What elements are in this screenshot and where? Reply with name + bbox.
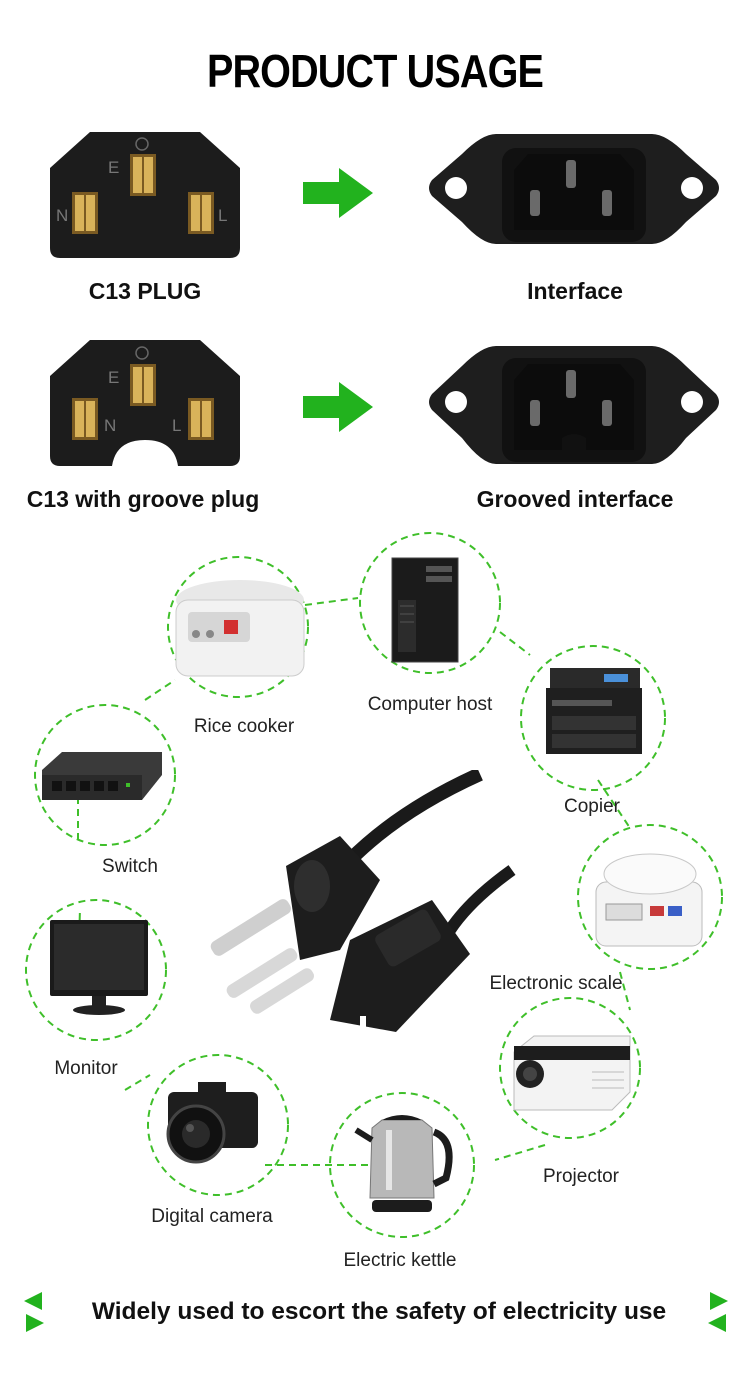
pin-letter-earth-2: E bbox=[108, 368, 120, 387]
footer-slogan: Widely used to escort the safety of elec… bbox=[91, 1298, 667, 1325]
pin-letter-neutral-2: N bbox=[104, 416, 117, 435]
c13-interface-socket bbox=[429, 134, 719, 244]
projector-icon bbox=[513, 1035, 631, 1111]
pin-letter-live-2: L bbox=[172, 416, 182, 435]
pin-letter-earth: E bbox=[108, 158, 120, 177]
c13-groove-plug-face bbox=[50, 340, 240, 466]
c13-plug-label: C13 PLUG bbox=[88, 278, 202, 304]
camera-icon bbox=[166, 1082, 258, 1164]
computer-tower-icon bbox=[391, 557, 459, 663]
triangle-right-decor-icon bbox=[708, 1292, 728, 1332]
c13-groove-plug-label: C13 with groove plug bbox=[26, 486, 260, 512]
c13-plug-face bbox=[50, 132, 240, 258]
device-label-monitor: Monitor bbox=[54, 1058, 118, 1079]
device-ring bbox=[25, 532, 723, 1238]
pin-letter-live: L bbox=[218, 206, 228, 225]
device-label-digital-camera: Digital camera bbox=[151, 1206, 273, 1227]
triangle-left-decor-icon bbox=[24, 1292, 44, 1332]
grooved-interface-label: Grooved interface bbox=[476, 486, 674, 512]
copier-icon bbox=[546, 668, 642, 754]
arrow-right-icon bbox=[303, 168, 373, 218]
rice-cooker-icon bbox=[175, 580, 305, 677]
device-label-projector: Projector bbox=[542, 1166, 620, 1187]
pin-letter-neutral: N bbox=[56, 206, 69, 225]
power-cord-image bbox=[210, 770, 516, 1044]
device-label-electric-kettle: Electric kettle bbox=[343, 1250, 457, 1271]
arrow-right-icon bbox=[303, 382, 373, 432]
page-title: PRODUCT USAGE bbox=[206, 45, 544, 97]
device-label-copier: Copier bbox=[564, 796, 620, 817]
grooved-interface-socket bbox=[429, 346, 719, 464]
device-label-rice-cooker: Rice cooker bbox=[193, 716, 295, 737]
device-label-electronic-scale: Electronic scale bbox=[489, 973, 623, 994]
scale-icon bbox=[595, 853, 703, 947]
device-label-computer-host: Computer host bbox=[367, 694, 493, 715]
kettle-icon bbox=[354, 1115, 453, 1212]
network-switch-icon bbox=[42, 752, 162, 800]
device-label-switch: Switch bbox=[102, 856, 158, 877]
interface-label: Interface bbox=[527, 278, 623, 304]
monitor-icon bbox=[50, 920, 148, 1015]
